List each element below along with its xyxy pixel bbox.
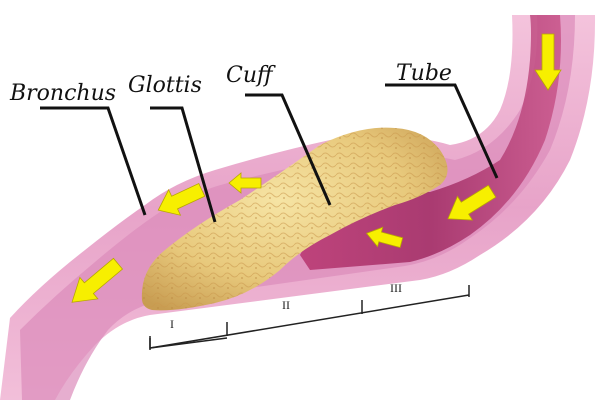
section-label-i: I (170, 317, 174, 331)
section-label-iii: III (390, 281, 402, 295)
bronchus-leader (40, 108, 145, 215)
section-label-ii: II (282, 298, 290, 312)
label-tube: Tube (396, 61, 452, 86)
label-cuff: Cuff (226, 63, 276, 88)
label-glottis: Glottis (128, 73, 202, 98)
label-bronchus: Bronchus (9, 81, 116, 106)
